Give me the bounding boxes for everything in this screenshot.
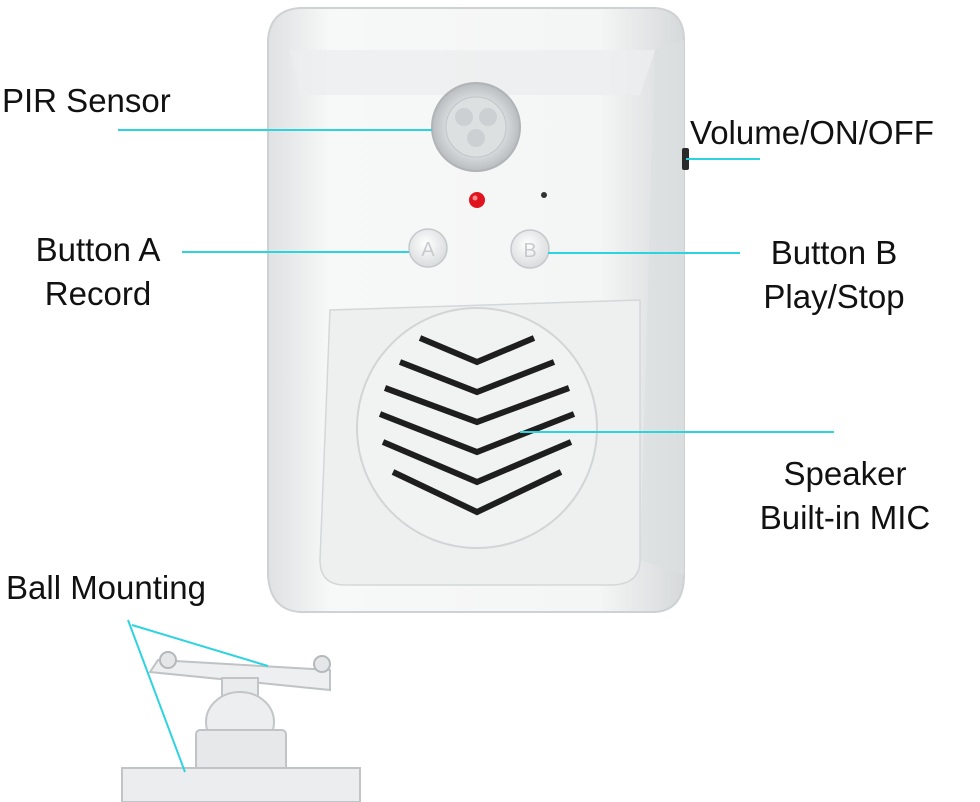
label-button-b-line2: Play/Stop xyxy=(763,278,905,315)
ball-mount xyxy=(121,651,361,802)
label-speaker-line1: Speaker xyxy=(783,455,907,492)
status-led xyxy=(469,192,485,208)
label-button-a: Button A Record xyxy=(14,228,182,316)
label-button-a-line1: Button A xyxy=(35,231,161,268)
label-button-b: Button B Play/Stop xyxy=(742,231,926,319)
label-speaker: Speaker Built-in MIC xyxy=(730,452,960,540)
button-a-letter: A xyxy=(421,239,435,261)
button-a[interactable]: A xyxy=(408,228,448,268)
label-button-a-line2: Record xyxy=(44,275,152,312)
callout-lines xyxy=(118,129,834,773)
mic-hole xyxy=(541,192,547,198)
label-button-b-line1: Button B xyxy=(770,234,898,271)
volume-switch[interactable] xyxy=(682,148,689,170)
button-b[interactable]: B xyxy=(510,229,550,269)
label-speaker-line2: Built-in MIC xyxy=(759,499,931,536)
pir-lens xyxy=(431,82,521,172)
motion-sensor-device: A B xyxy=(267,7,689,613)
label-ball-mounting: Ball Mounting xyxy=(6,569,206,606)
label-pir-sensor: PIR Sensor xyxy=(2,82,171,119)
label-volume-switch: Volume/ON/OFF xyxy=(690,114,934,151)
speaker-grille xyxy=(356,307,598,549)
button-b-letter: B xyxy=(523,240,536,262)
